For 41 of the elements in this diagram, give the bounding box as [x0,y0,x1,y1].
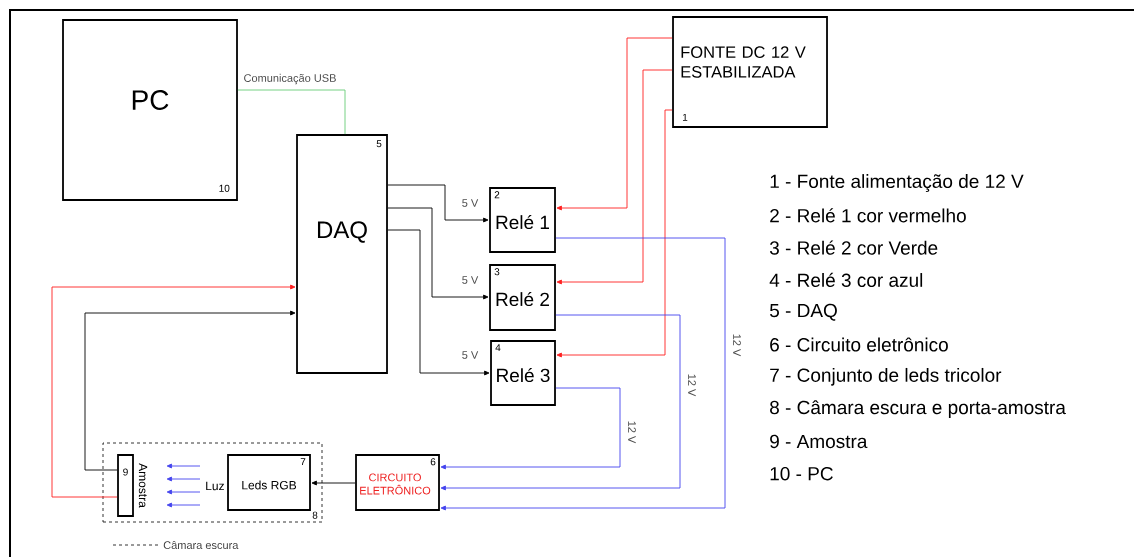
sample-holder: 9 Amostra [117,454,148,517]
key-entry: 10 - PC [770,467,833,481]
connector-line [440,237,726,511]
connector-line [556,37,673,211]
key-entry: 9 - Amostra [770,434,868,449]
edge-label: 12 V [732,332,742,358]
connector-line [387,229,490,376]
daq-box: 5 DAQ [296,134,388,374]
relay-box: 4 Relé 3 [490,340,556,406]
relay-box: 2 Relé 1 [489,187,556,253]
connector-line [440,387,621,470]
edge-label: 12 V [687,372,697,398]
edge-label: 12 V [627,419,637,445]
key-entry: 4 - Relé 3 cor azul [769,272,923,287]
computer-box: PC 10 [62,19,238,201]
connector-line [440,314,681,491]
connector-line [387,184,489,223]
key-entry: 6 - Circuito eletrônico [770,337,948,352]
power-supply-box: FONTE DC 12 V ESTABILIZADA 1 [672,16,828,128]
key-entry: 1 - Fonte alimentação de 12 V [770,174,1024,192]
connector-line [556,69,673,285]
edge-label: 5 V [460,198,480,208]
connector-line [84,310,296,471]
connector-line [237,89,346,135]
connector-line [387,207,489,300]
key-entry: 5 - DAQ [769,303,837,321]
circuit-box: 6 CIRCUITO ELETRÔNICO [355,454,440,511]
edge-label: 5 V [460,350,480,360]
key-entry: 8 - Câmara escura e porta-amostra [770,400,1066,418]
relay-box: 3 Relé 2 [489,264,556,331]
node-label: Amostra [138,463,148,508]
legend-label: Câmara escura [163,540,239,550]
connector-line [311,480,356,486]
key-entry: 7 - Conjunto de leds tricolor [770,367,1002,386]
key-entry: 3 - Relé 2 cor Verde [769,240,938,255]
edge-label: Comunicação USB [242,72,338,86]
connector-line [556,109,673,358]
edge-label: 5 V [460,275,480,285]
led-box: 7 Leds RGB [227,454,311,511]
connector-line [51,284,296,498]
key-entry: 2 - Relé 1 cor vermelho [770,208,966,223]
